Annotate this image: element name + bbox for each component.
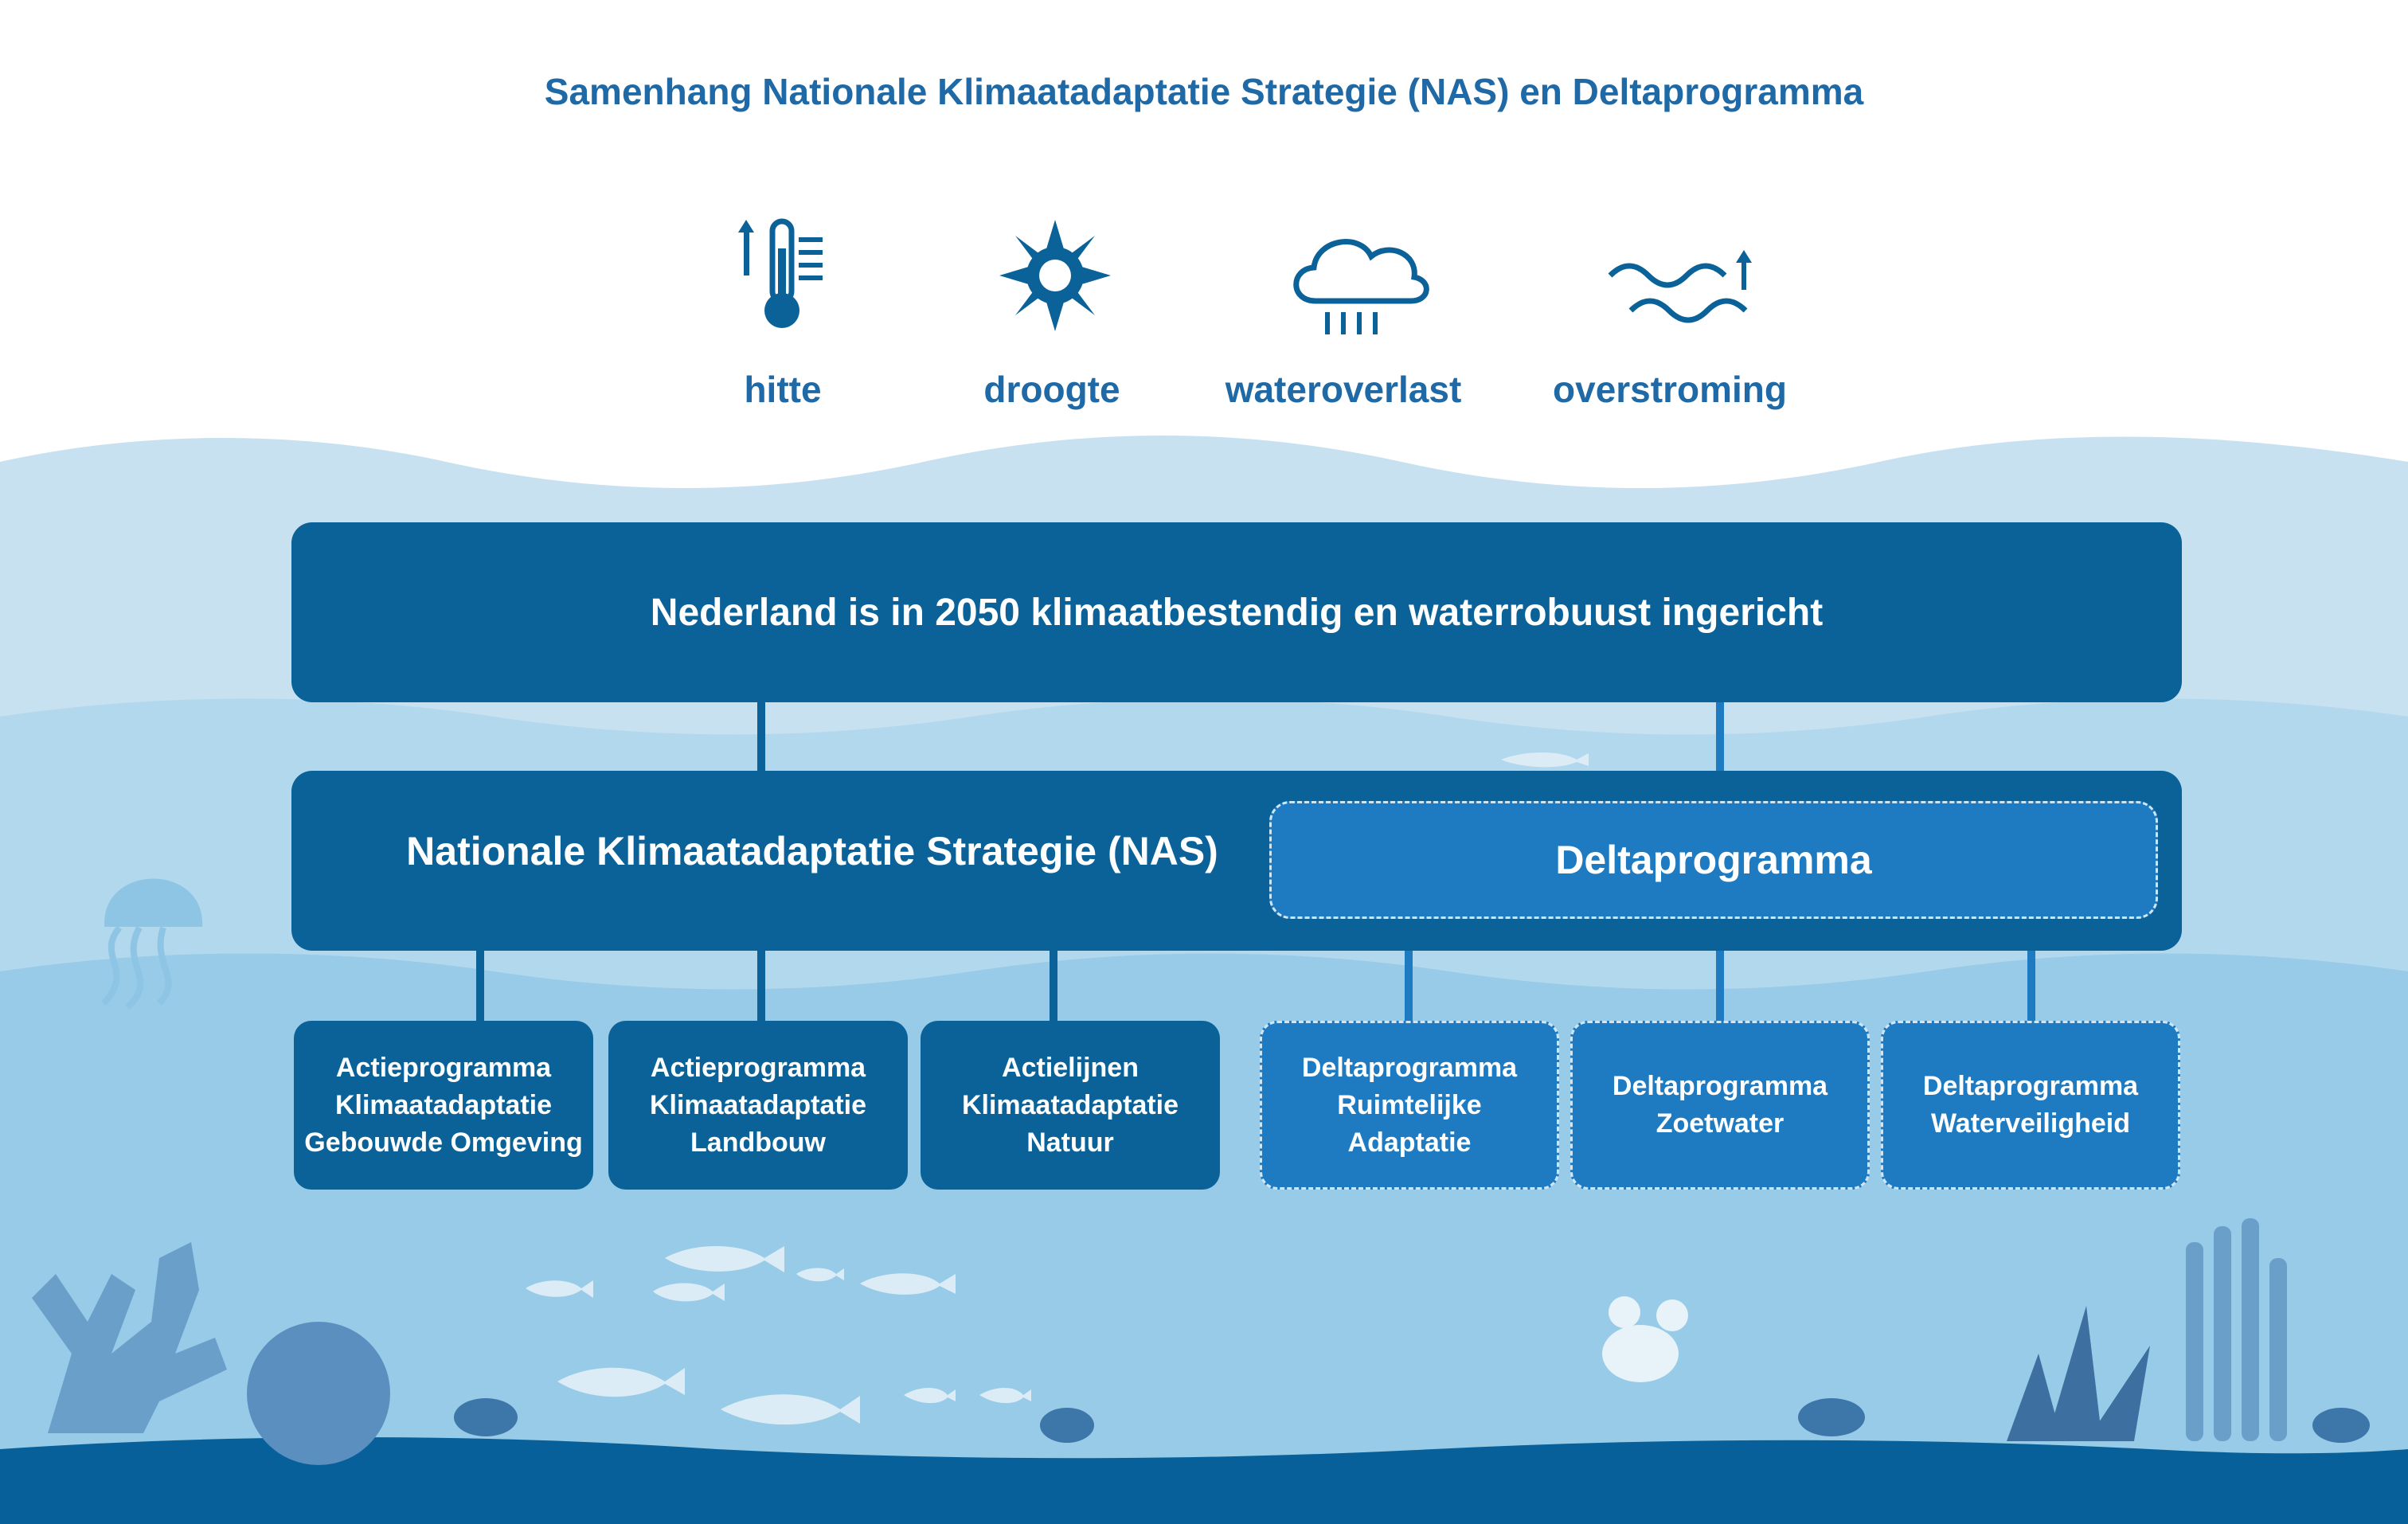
coral-icon (32, 1242, 227, 1433)
nas-program-gebouwde-omgeving: Actieprogramma Klimaatadaptatie Gebouwde… (294, 1021, 593, 1190)
nas-program-landbouw: Actieprogramma Klimaatadaptatie Landbouw (608, 1021, 908, 1190)
program-line: Klimaatadaptatie (961, 1089, 1179, 1120)
program-line: Deltaprogramma (1922, 1071, 2139, 1101)
connector-nas-prog-2 (757, 948, 765, 1021)
connector-delta-prog-3 (2027, 916, 2035, 1021)
program-line: Deltaprogramma (1612, 1071, 1828, 1101)
program-line: Actieprogramma (650, 1052, 866, 1083)
program-line: Actielijnen (1002, 1052, 1139, 1083)
delta-program-ruimtelijke-adaptatie: Deltaprogramma Ruimtelijke Adaptatie (1260, 1021, 1559, 1190)
connector-goal-delta (1716, 701, 1724, 804)
seaweed-icon (2007, 1306, 2150, 1441)
jellyfish-icon (101, 878, 203, 1010)
goal-text: Nederland is in 2050 klimaatbestendig en… (650, 591, 1824, 634)
program-line: Gebouwde Omgeving (304, 1127, 583, 1158)
program-line: Actieprogramma (335, 1052, 552, 1083)
deltaprogramma-box: Deltaprogramma (1269, 801, 2158, 919)
program-line: Adaptatie (1347, 1127, 1472, 1158)
program-line: Natuur (1026, 1127, 1114, 1158)
delta-program-waterveiligheid: Deltaprogramma Waterveiligheid (1881, 1021, 2180, 1190)
connector-nas-prog-3 (1050, 948, 1057, 1021)
threat-label-overstroming: overstroming (1553, 369, 1787, 410)
rising-water-icon (1608, 250, 1752, 323)
sun-icon (999, 220, 1111, 331)
delta-program-zoetwater: Deltaprogramma Zoetwater (1570, 1021, 1870, 1190)
shell-icon (1798, 1398, 1865, 1436)
threat-label-wateroverlast: wateroverlast (1225, 369, 1462, 410)
program-line: Zoetwater (1656, 1108, 1784, 1139)
nas-program-natuur: Actielijnen Klimaatadaptatie Natuur (921, 1021, 1220, 1190)
thermometer-rising-icon (738, 218, 823, 328)
program-line: Klimaatadaptatie (334, 1089, 553, 1120)
tube-coral-icon (2186, 1218, 2287, 1441)
program-line: Ruimtelijke (1337, 1089, 1482, 1120)
connector-goal-nas (757, 701, 765, 774)
shell-icon (2312, 1408, 2370, 1443)
crab-icon (1602, 1296, 1688, 1382)
diagram-title: Samenhang Nationale Klimaatadaptatie Str… (544, 71, 1864, 112)
shell-icon (1040, 1408, 1094, 1443)
connector-delta-prog-1 (1405, 916, 1413, 1021)
threat-label-hitte: hitte (744, 369, 822, 410)
rain-cloud-icon (1293, 239, 1429, 334)
connector-nas-prog-1 (476, 948, 484, 1021)
program-line: Deltaprogramma (1301, 1052, 1518, 1083)
connector-delta-prog-2 (1716, 916, 1724, 1021)
shell-icon (454, 1398, 518, 1436)
program-line: Landbouw (690, 1127, 826, 1158)
program-line: Klimaatadaptatie (649, 1089, 867, 1120)
delta-label: Deltaprogramma (1555, 838, 1872, 882)
goal-box: Nederland is in 2050 klimaatbestendig en… (291, 522, 2182, 702)
threat-label-droogte: droogte (983, 369, 1120, 410)
fish-school-icon (526, 752, 1589, 1425)
sponge-icon (247, 1322, 390, 1465)
program-line: Waterveiligheid (1930, 1108, 2130, 1139)
nas-label: Nationale Klimaatadaptatie Strategie (NA… (406, 829, 1218, 873)
